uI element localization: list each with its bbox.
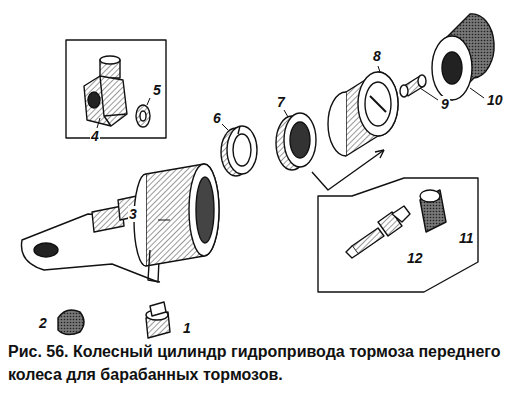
seal-cup [276,113,316,170]
bleeder-cap [420,190,446,232]
fitting-nut [84,56,127,126]
cylinder-body [21,164,219,282]
protective-cap [432,14,494,100]
callout-number: 9 [440,96,450,112]
washer [136,105,150,127]
leader-line [97,66,484,220]
callout-number: 11 [458,230,475,246]
callout-number: 5 [152,82,162,98]
callout-number: 10 [486,92,504,108]
callout-number: 4 [90,128,100,144]
callout-number: 12 [406,250,424,266]
plug [146,302,170,338]
inset-frame [66,40,166,138]
callout-number: 8 [372,48,382,64]
callout-number: 7 [276,94,286,110]
figure-caption: Рис. 56. Колесный цилиндр гидропривода т… [8,340,508,386]
spring-ring [221,126,257,176]
callout-number: 2 [38,315,48,331]
piston [328,72,398,156]
inset-frame [318,178,478,292]
bracket-arrow [312,150,384,190]
rubber-cap [58,310,84,335]
bleeder-screw [346,206,410,258]
stop-pin [400,75,426,97]
callout-number: 1 [182,320,192,336]
callout-number: 6 [212,110,222,126]
callout-number: 3 [128,206,138,222]
